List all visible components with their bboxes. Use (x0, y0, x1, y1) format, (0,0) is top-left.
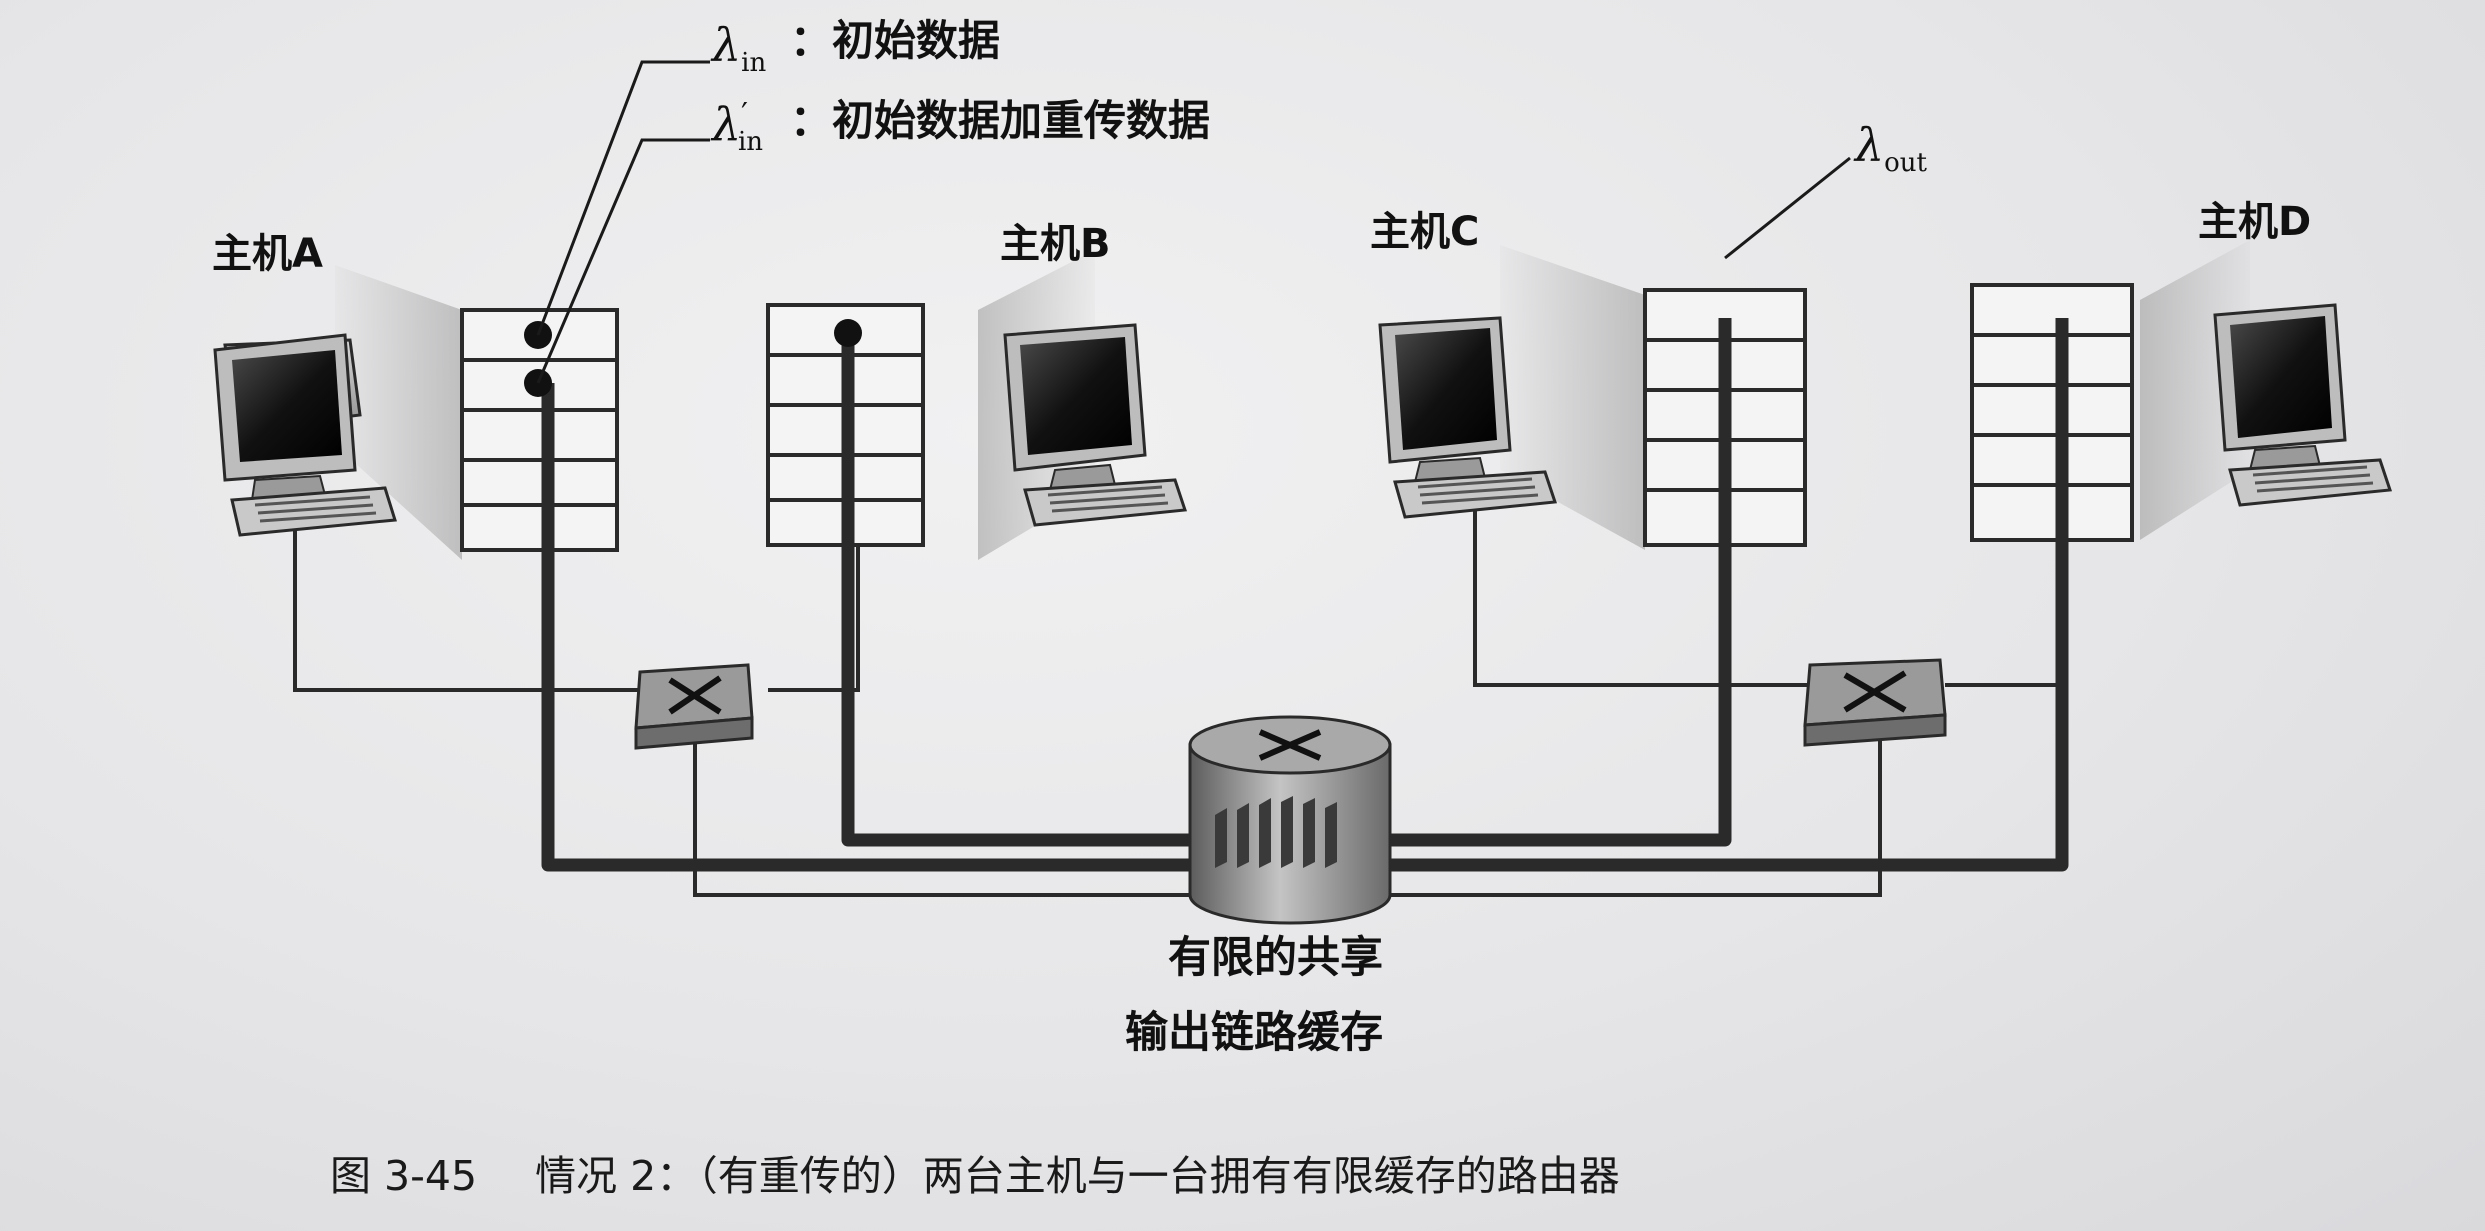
lambda-in-prime-symbol: λ′in (712, 97, 764, 158)
lambda-in-symbol: λin (712, 22, 766, 76)
host-d-label: 主机D (2198, 199, 2312, 245)
buffer-label-line1: 有限的共享 (1168, 933, 1383, 983)
shade-a (335, 265, 462, 560)
flow-overlay (541, 318, 2069, 560)
lambda-in-text: ：初始数据 (790, 16, 1001, 65)
figure-number: 图 3-45 (330, 1152, 478, 1200)
lambda-glyph: λ (712, 18, 742, 72)
computer-icon (232, 350, 342, 462)
computer-icon (1395, 328, 1497, 450)
lambda-sub: out (1884, 148, 1928, 178)
router-icon (1258, 729, 1322, 761)
legend-leaders (536, 60, 1851, 384)
router-buffer-slots (1215, 796, 1337, 868)
switch-right (1803, 658, 1947, 747)
lambda-glyph: λ (712, 97, 742, 152)
figure-caption: 图 3-45 情况 2：（有重传的）两台主机与一台拥有有限缓存的路由器 (330, 1142, 1620, 1202)
buffer-label-line2: 输出链路缓存 (1125, 1008, 1383, 1058)
host-b-label: 主机B (1000, 221, 1111, 267)
dot-marker-icon (834, 319, 862, 347)
switch-icon (1843, 670, 1907, 713)
lambda-glyph: λ (1855, 118, 1885, 172)
router (1188, 715, 1392, 925)
host-a-label: 主机A (212, 231, 323, 277)
computer-d (2213, 303, 2393, 507)
computer-icon (2230, 316, 2332, 438)
host-c-label: 主机C (1370, 209, 1480, 255)
computer-b (1003, 323, 1188, 527)
lambda-in-prime-text: ：初始数据加重传数据 (790, 96, 1211, 145)
computer-icon (1020, 337, 1132, 455)
computer-a (213, 333, 397, 537)
lambda-sub: in (741, 48, 767, 78)
switch-icon (668, 675, 722, 715)
figure-caption-text: 情况 2：（有重传的）两台主机与一台拥有有限缓存的路由器 (535, 1152, 1620, 1200)
lambda-sub: in (737, 127, 764, 158)
switch-left (634, 663, 754, 750)
buffer-grids (460, 283, 2134, 552)
lambda-prime: ′ (741, 97, 748, 132)
lambda-out-symbol: λout (1855, 122, 1927, 176)
computer-c (1378, 316, 1558, 519)
